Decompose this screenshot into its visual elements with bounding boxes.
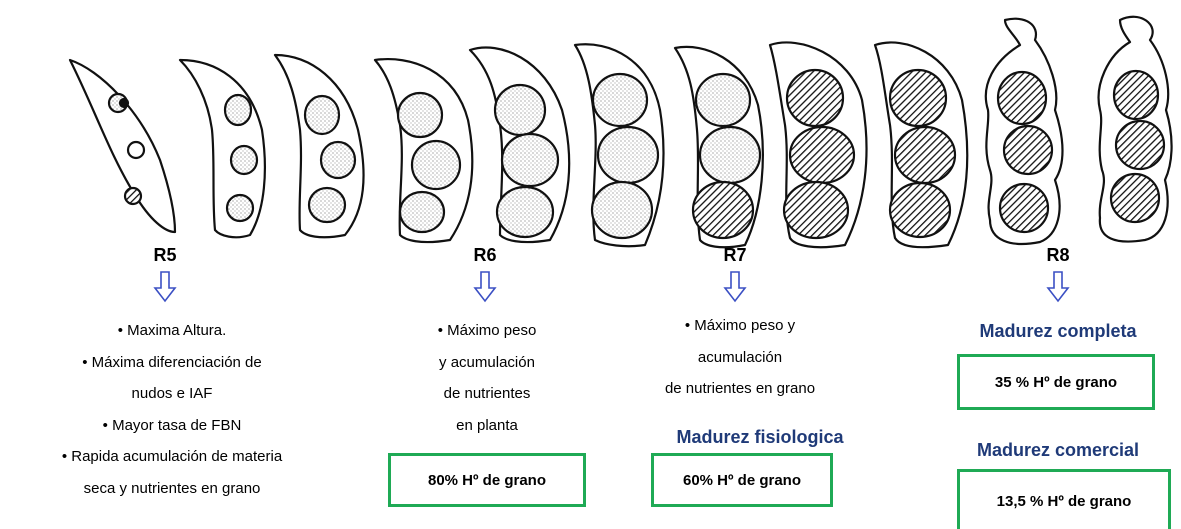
- pod-3: [273, 53, 365, 239]
- pod-6: [573, 43, 665, 248]
- r7-heading: Madurez fisiologica: [676, 427, 844, 447]
- r7-bullet: • Máximo peso y: [684, 317, 796, 334]
- pod-7: [673, 45, 764, 249]
- r7-moisture-box: 60% Hº de grano: [651, 453, 833, 507]
- r5-description: • Maxima Altura. • Máxima diferenciación…: [2, 315, 342, 504]
- down-arrow-icon: [473, 271, 497, 303]
- r6-bullet: de nutrientes: [443, 385, 531, 402]
- r5-bullet: • Máxima diferenciación de: [82, 353, 262, 371]
- r8-moisture-box-2: 13,5 % Hº de grano: [957, 469, 1171, 529]
- r8-moisture-text-2: 13,5 % Hº de grano: [996, 493, 1132, 510]
- stage-label-r8: R8: [1046, 245, 1070, 265]
- r8-moisture-box-1: 35 % Hº de grano: [957, 354, 1155, 410]
- r6-moisture-box: 80% Hº de grano: [388, 453, 586, 507]
- pod-4: [373, 58, 474, 244]
- down-arrow-icon: [723, 271, 747, 303]
- stage-label-r5: R5: [153, 245, 177, 265]
- pod-8: [768, 41, 868, 249]
- down-arrow-icon: [153, 271, 177, 303]
- r5-bullet: seca y nutrientes en grano: [83, 479, 261, 497]
- r6-bullet: en planta: [456, 416, 518, 434]
- pod-5: [468, 46, 571, 244]
- r7-bullet: de nutrientes en grano: [664, 380, 816, 397]
- r8-heading-complete: Madurez completa: [979, 321, 1137, 341]
- pod-9: [873, 41, 969, 249]
- r7-moisture-text: 60% Hº de grano: [682, 471, 801, 489]
- r5-bullet: nudos e IAF: [131, 385, 213, 402]
- r5-bullet: • Rapida acumulación de materia: [61, 448, 283, 465]
- pod-10: [984, 17, 1064, 246]
- pod-2: [178, 58, 266, 239]
- pod-1: [68, 58, 177, 234]
- r5-bullet: • Mayor tasa de FBN: [102, 416, 242, 434]
- r7-bullet: acumulación: [697, 348, 783, 366]
- r8-moisture-text-1: 35 % Hº de grano: [994, 373, 1118, 391]
- stage-label-r6: R6: [473, 245, 497, 265]
- stage-label-r7: R7: [723, 245, 747, 265]
- pod-11: [1097, 15, 1173, 243]
- r6-bullet: • Máximo peso: [437, 322, 537, 339]
- r6-moisture-text: 80% Hº de grano: [427, 471, 546, 489]
- r6-bullet: y acumulación: [439, 353, 535, 371]
- r8-heading-commercial: Madurez comercial: [976, 440, 1140, 460]
- r7-description: • Máximo peso y acumulación de nutriente…: [630, 310, 850, 405]
- r5-bullet: • Maxima Altura.: [117, 322, 227, 339]
- pod-illustrations: [68, 15, 1173, 249]
- down-arrow-icon: [1046, 271, 1070, 303]
- r6-description: • Máximo peso y acumulación de nutriente…: [388, 315, 586, 441]
